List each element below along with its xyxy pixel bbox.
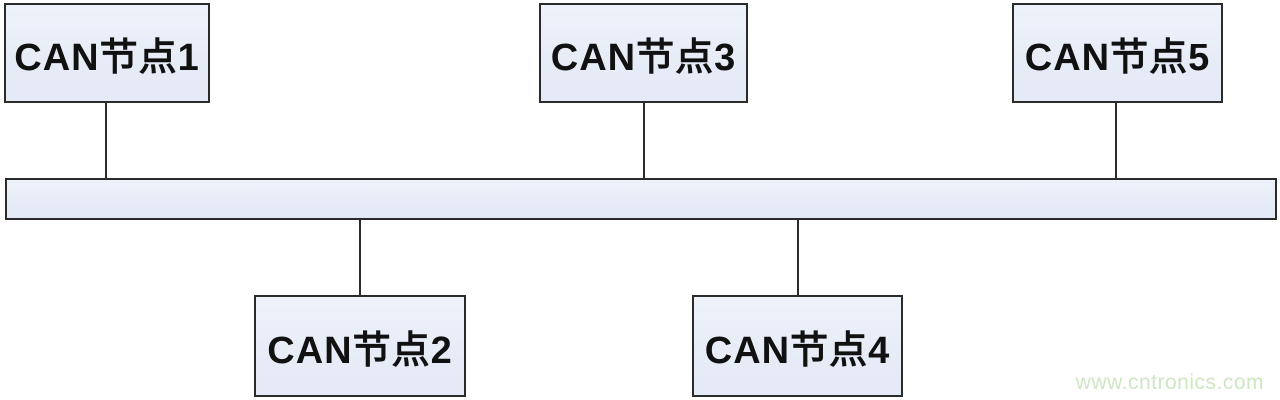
node-can1: CAN节点1 [4,3,210,103]
node-can4-label: CAN节点4 [704,329,891,372]
connector-can3-bus [643,103,645,178]
node-can5-label: CAN节点5 [1024,36,1211,79]
connector-can1-bus [105,103,107,178]
node-can4: CAN节点4 [692,295,903,397]
node-can2-label: CAN节点2 [267,329,453,372]
connector-can5-bus [1115,103,1117,178]
node-can1-label: CAN节点1 [14,36,200,79]
watermark-text: www.cntronics.com [1075,371,1264,394]
node-can2: CAN节点2 [254,295,466,397]
node-can3: CAN节点3 [539,3,748,103]
connector-bus-can2 [359,220,361,295]
node-can3-label: CAN节点3 [550,36,737,79]
node-can5: CAN节点5 [1012,3,1223,103]
connector-bus-can4 [797,220,799,295]
can-bus-bar [5,178,1277,220]
